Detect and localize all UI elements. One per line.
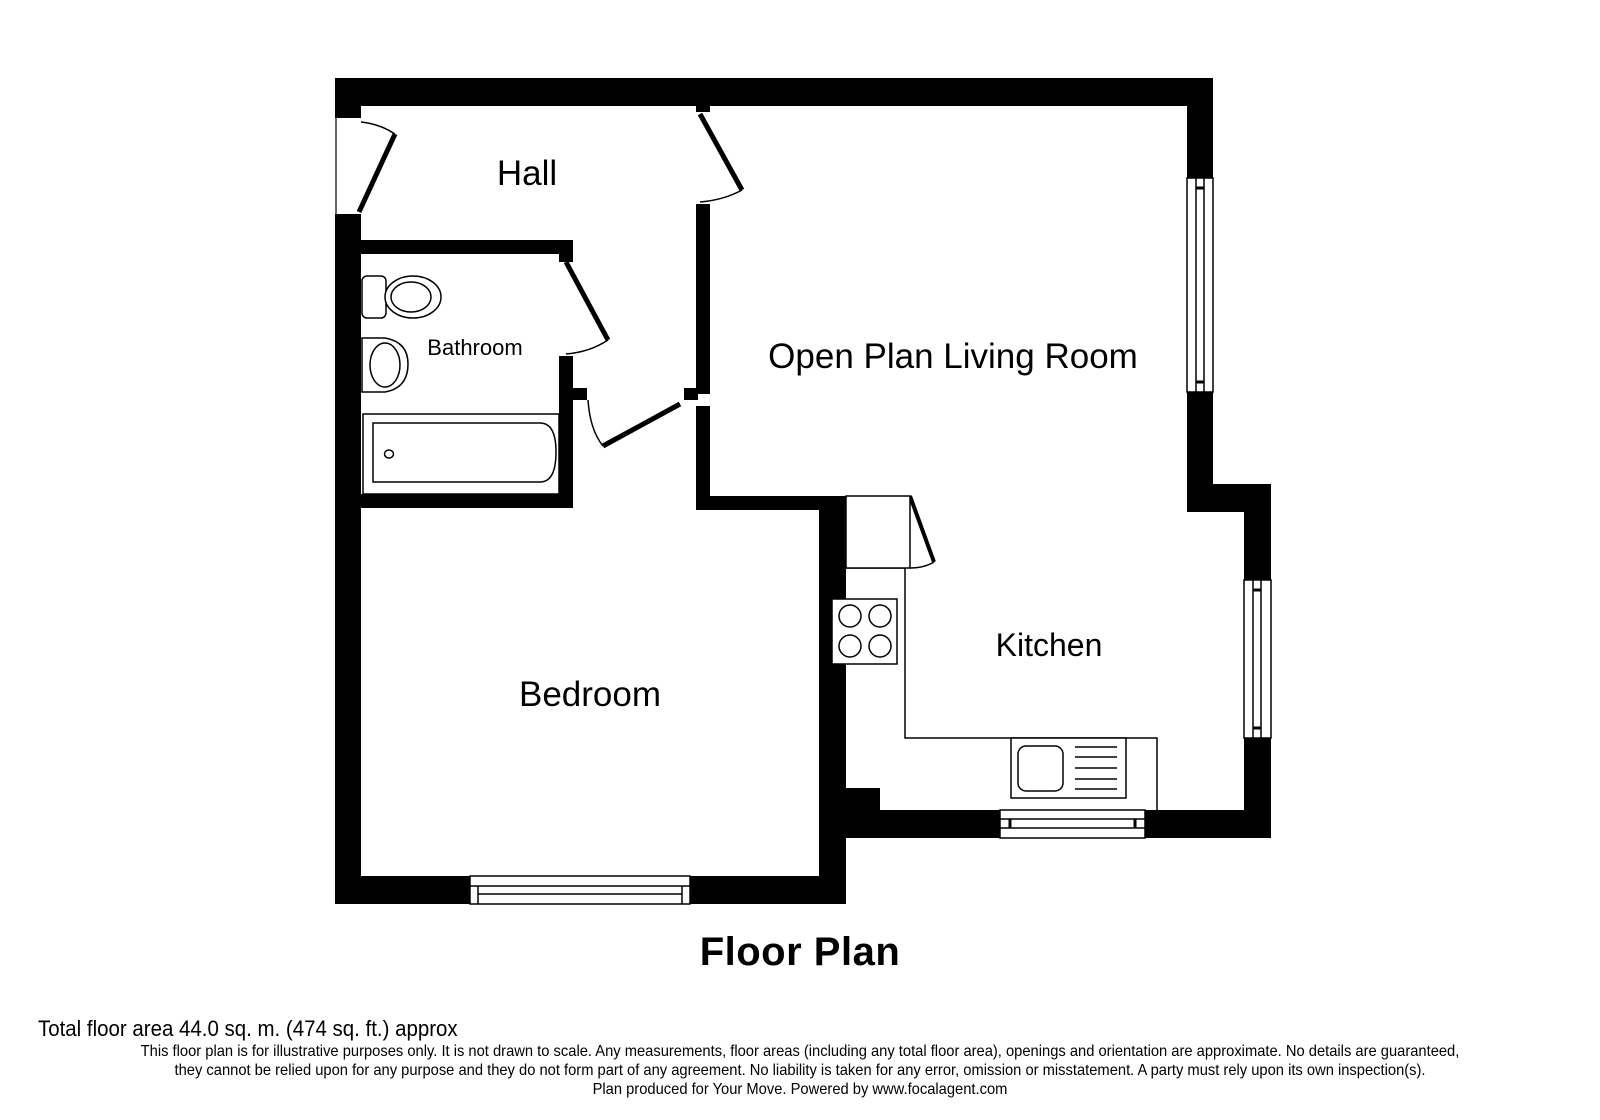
kitchen-side-window [1243, 579, 1272, 739]
disclaimer: This floor plan is for illustrative purp… [0, 1042, 1600, 1099]
bedroom-window [469, 875, 691, 905]
disclaimer-line: they cannot be relied upon for any purpo… [174, 1062, 1426, 1079]
room-label-hall: Hall [497, 154, 557, 193]
plan-title: Floor Plan [699, 930, 901, 974]
room-label-bedroom: Bedroom [519, 675, 661, 714]
doors [335, 112, 936, 569]
bedroom-door [601, 401, 682, 449]
room-label-kitchen: Kitchen [996, 627, 1103, 663]
room-label-bathroom: Bathroom [427, 335, 522, 360]
sink-icon [1010, 737, 1127, 799]
hob-icon [831, 598, 898, 665]
bath-icon [362, 413, 560, 495]
toilet-icon [361, 275, 442, 319]
basin-icon [361, 337, 409, 393]
windows [469, 177, 1272, 905]
disclaimer-line: This floor plan is for illustrative purp… [140, 1043, 1460, 1060]
room-label-living-room: Open Plan Living Room [768, 337, 1138, 376]
fixtures [361, 275, 1158, 810]
living-room-window [1186, 177, 1214, 393]
kitchen-cupboard [845, 495, 911, 569]
total-floor-area: Total floor area 44.0 sq. m. (474 sq. ft… [38, 1016, 458, 1041]
living-room-door [697, 112, 745, 192]
credit-line: Plan produced for Your Move. Powered by … [592, 1081, 1008, 1098]
entrance-door [356, 132, 398, 214]
walls [335, 78, 1271, 904]
bathroom-door [563, 260, 611, 342]
kitchen-cupboard-door [908, 495, 936, 563]
kitchen-bottom-window [999, 809, 1146, 839]
